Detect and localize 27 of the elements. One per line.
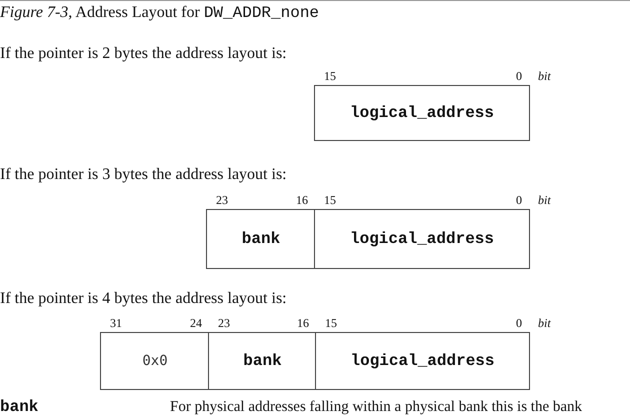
bit-number: 15 [324, 194, 336, 207]
bit-number: 31 [110, 317, 122, 330]
bit-number: 0 [516, 194, 522, 207]
bit-field: logical_address [314, 209, 530, 269]
bit-number: 0 [516, 70, 522, 83]
intro-text: If the pointer is 4 bytes the address layout is: [0, 290, 287, 308]
bit-field: bank [208, 332, 317, 390]
bit-number: 16 [297, 317, 309, 330]
unit-label: bit [538, 70, 551, 83]
bit-number: 16 [296, 194, 308, 207]
field-description: For physical addresses falling within a physical bank this is the bank [170, 398, 582, 416]
figure-caption: Figure 7-3, Address Layout for DW_ADDR_none [0, 4, 320, 22]
bit-number: 0 [516, 317, 522, 330]
bit-field: 0x0 [100, 332, 210, 390]
bit-number: 24 [190, 317, 202, 330]
bit-field: logical_address [315, 332, 530, 390]
bit-number: 15 [325, 317, 337, 330]
bit-number: 15 [324, 70, 336, 83]
unit-label: bit [538, 317, 551, 330]
bit-number: 23 [218, 317, 230, 330]
bit-field: bank [206, 209, 316, 269]
intro-text: If the pointer is 2 bytes the address layout is: [0, 45, 287, 63]
unit-label: bit [538, 194, 551, 207]
bit-number: 23 [216, 194, 228, 207]
field-term: bank [0, 398, 38, 416]
bit-field: logical_address [314, 85, 530, 141]
intro-text: If the pointer is 3 bytes the address layout is: [0, 166, 287, 184]
